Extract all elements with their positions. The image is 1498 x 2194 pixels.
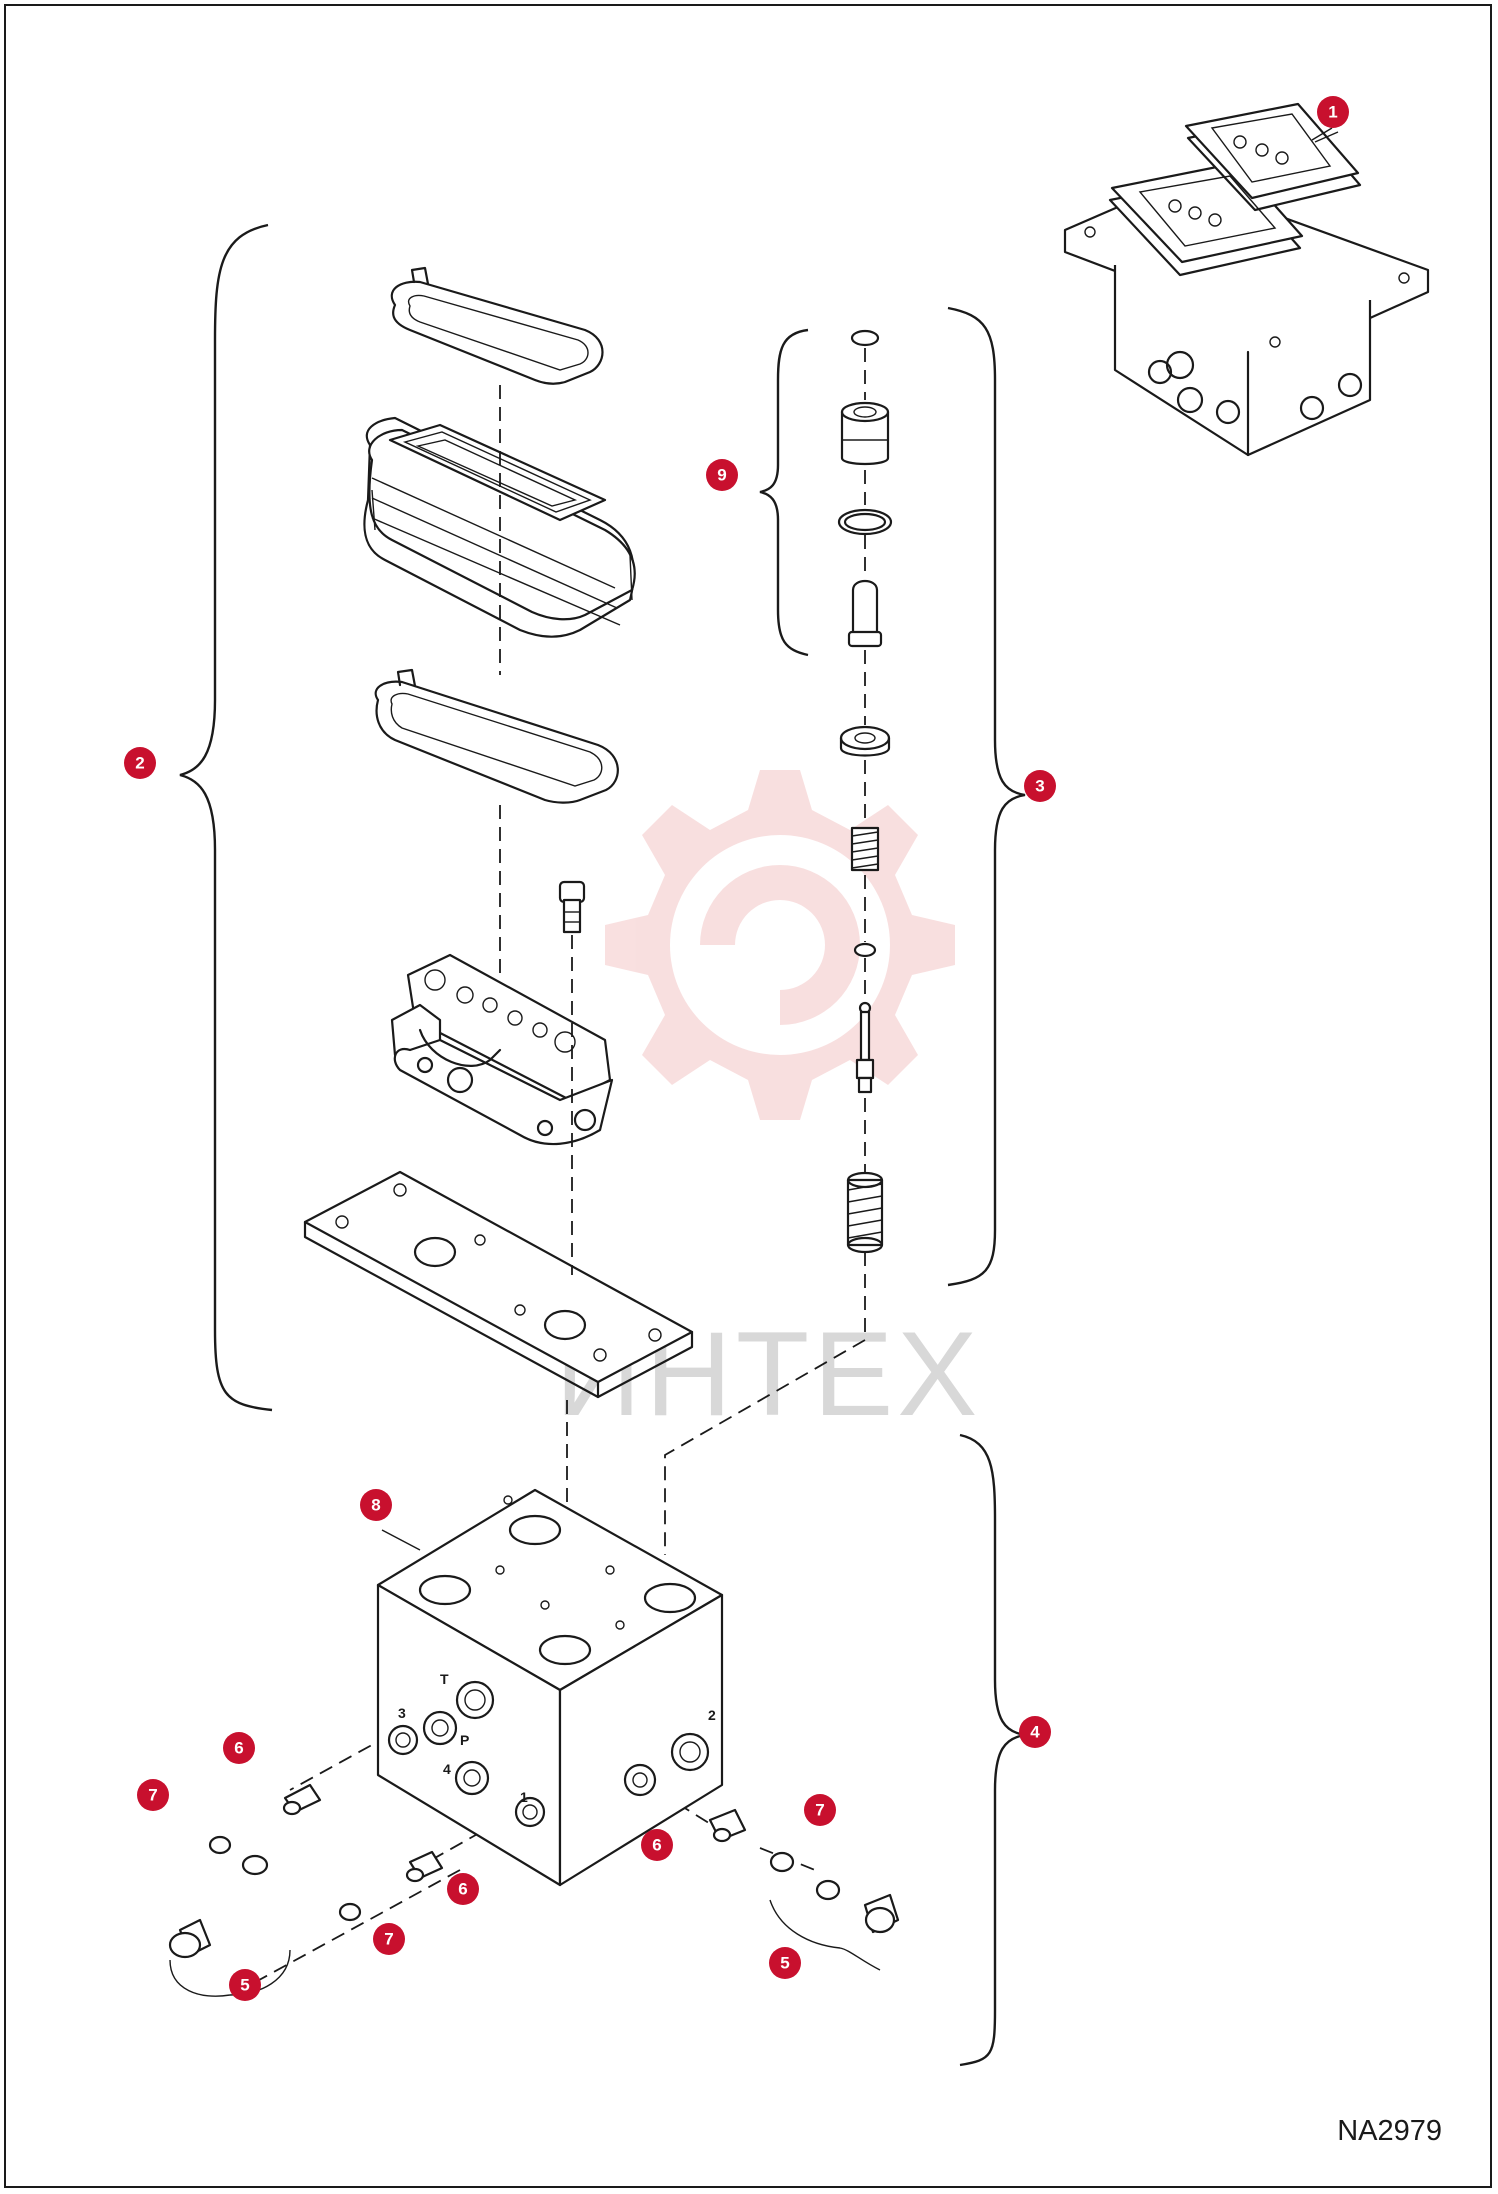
svg-text:2: 2	[135, 754, 144, 773]
callout-5a[interactable]: 5	[229, 1969, 261, 2001]
svg-text:4: 4	[1030, 1723, 1040, 1742]
callout-7c[interactable]: 7	[373, 1923, 405, 1955]
watermark-gear-logo	[605, 770, 955, 1120]
fittings-and-plugs	[168, 1783, 900, 1997]
svg-text:6: 6	[458, 1880, 467, 1899]
svg-text:9: 9	[717, 466, 726, 485]
svg-text:6: 6	[234, 1739, 243, 1758]
callout-6b[interactable]: 6	[447, 1873, 479, 1905]
callout-6a[interactable]: 6	[223, 1732, 255, 1764]
port-label-3: 3	[398, 1705, 406, 1721]
middle-gasket	[374, 668, 619, 804]
manifold-block: T P 3 4 1 2	[376, 1488, 724, 1887]
callout-8[interactable]: 8	[360, 1489, 392, 1521]
top-gasket	[390, 266, 604, 385]
diagram-frame	[4, 4, 1492, 2188]
base-plate	[303, 1170, 694, 1399]
joystick-housing	[390, 953, 614, 1146]
cap-screw	[558, 880, 586, 934]
svg-text:3: 3	[1035, 777, 1044, 796]
port-label-t: T	[440, 1671, 449, 1687]
callout-6c[interactable]: 6	[641, 1829, 673, 1861]
callout-4[interactable]: 4	[1019, 1716, 1051, 1748]
svg-text:8: 8	[371, 1496, 380, 1515]
assembly-guide-lines	[249, 348, 866, 1986]
svg-text:7: 7	[148, 1786, 157, 1805]
callout-1[interactable]: 1	[1317, 96, 1349, 128]
svg-text:7: 7	[815, 1801, 824, 1820]
port-label-p: P	[460, 1732, 469, 1748]
brace-item-2	[179, 223, 273, 1412]
assembled-joystick-view	[1063, 102, 1430, 457]
callout-5b[interactable]: 5	[769, 1947, 801, 1979]
callout-9[interactable]: 9	[706, 459, 738, 491]
svg-text:7: 7	[384, 1930, 393, 1949]
callout-7b[interactable]: 7	[804, 1794, 836, 1826]
port-label-4: 4	[443, 1761, 451, 1777]
callout-3[interactable]: 3	[1024, 770, 1056, 802]
brace-item-9	[759, 328, 809, 657]
svg-text:5: 5	[240, 1976, 249, 1995]
brace-item-4	[959, 1433, 1026, 2067]
diagram-code: NA2979	[1337, 2115, 1442, 2147]
rubber-boot	[363, 416, 636, 638]
callout-2[interactable]: 2	[124, 747, 156, 779]
svg-text:6: 6	[652, 1836, 661, 1855]
callout-7a[interactable]: 7	[137, 1779, 169, 1811]
brace-item-3	[947, 306, 1026, 1287]
port-label-1: 1	[520, 1789, 528, 1805]
callout-leaders	[381, 127, 1333, 1551]
port-label-2: 2	[708, 1707, 716, 1723]
svg-text:5: 5	[780, 1954, 789, 1973]
svg-text:1: 1	[1328, 103, 1337, 122]
valve-stack-parts	[837, 329, 893, 1254]
